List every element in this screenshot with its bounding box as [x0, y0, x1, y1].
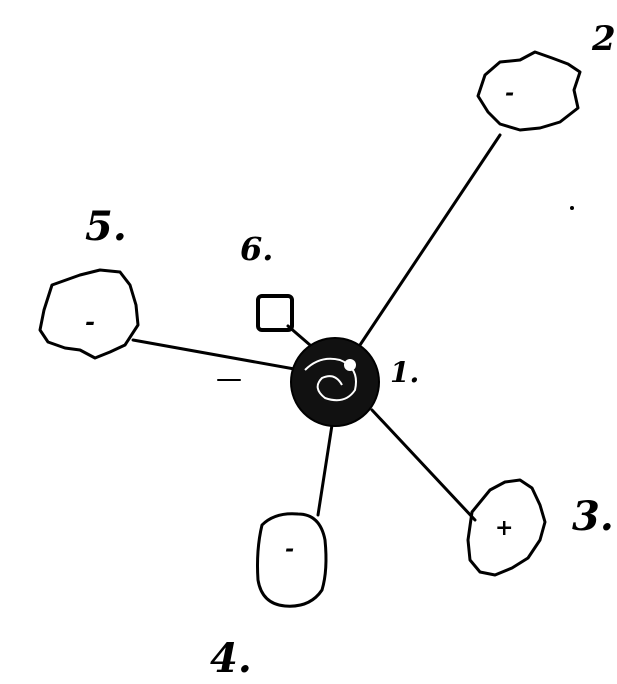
edge-center-to-node-5: [131, 338, 302, 372]
edge-center-to-node-3: [370, 408, 477, 522]
node-3-shape: [466, 478, 547, 577]
node-3-mark: +: [495, 515, 513, 541]
node-1-highlight: [344, 359, 356, 371]
node-6-square: [256, 294, 294, 332]
label-node-6: 6.: [240, 230, 273, 268]
label-node-4: 4.: [210, 635, 252, 682]
edge-center-to-node-2: [358, 133, 502, 347]
label-node-2: 2: [591, 19, 616, 59]
node-4-shape: [256, 512, 328, 608]
label-node-1: 1.: [390, 356, 419, 389]
label-node-5: 5.: [85, 203, 127, 250]
node-4-mark: -: [285, 536, 294, 562]
node-2-mark: -: [505, 80, 514, 106]
node-2-shape: [476, 50, 582, 132]
edge-center-to-node-4: [316, 423, 334, 517]
label-node-3: 3.: [572, 493, 614, 540]
stray-dot: [570, 206, 574, 210]
node-5-mark: -: [85, 307, 95, 336]
node-5-shape: [38, 268, 140, 360]
node-1-circle: [290, 337, 380, 427]
node-1-scribble: [304, 357, 357, 402]
